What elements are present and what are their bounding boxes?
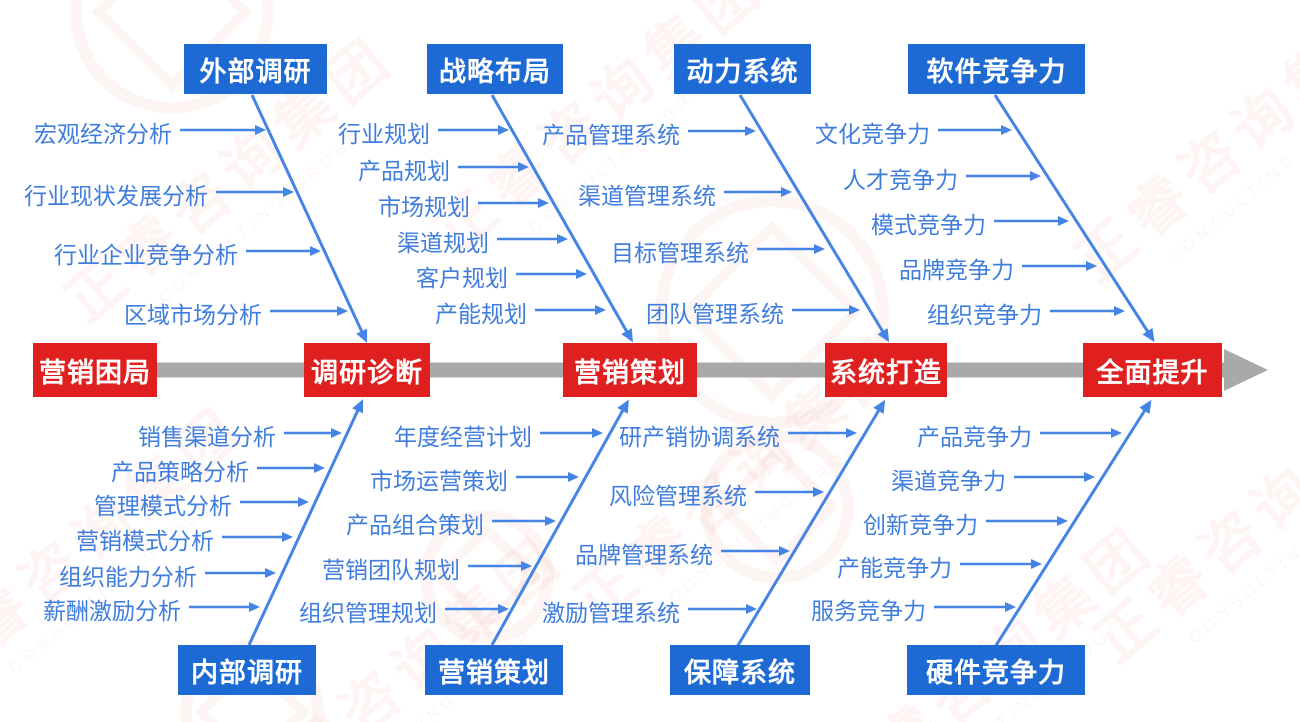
- factor-label: 组织竞争力: [927, 302, 1042, 328]
- factor-label: 研产销协调系统: [619, 424, 780, 450]
- category-box-hardware-competitiveness: 硬件竞争力: [907, 645, 1085, 695]
- factor-label: 宏观经济分析: [34, 121, 172, 147]
- factor-label: 产能规划: [435, 301, 527, 327]
- factor-label: 市场运营策划: [370, 468, 508, 494]
- factor-label: 区域市场分析: [124, 302, 262, 328]
- factor-label: 渠道规划: [397, 230, 489, 256]
- factor-label: 产品竞争力: [917, 424, 1032, 450]
- category-box-support-system: 保障系统: [670, 645, 810, 695]
- factor-label: 组织能力分析: [59, 564, 197, 590]
- stage-box-research-diagnosis: 调研诊断: [304, 343, 430, 397]
- stage-box-overall-improvement: 全面提升: [1083, 343, 1222, 397]
- factor-label: 创新竞争力: [863, 512, 978, 538]
- factor-label: 营销模式分析: [76, 528, 214, 554]
- branch-arrows: [247, 94, 1155, 648]
- factor-label: 管理模式分析: [94, 493, 232, 519]
- factor-label: 产品组合策划: [346, 512, 484, 538]
- category-box-marketing-planning: 营销策划: [425, 645, 563, 695]
- factor-label: 客户规划: [416, 265, 508, 291]
- factor-arrows: [180, 125, 1125, 614]
- factor-label: 产能竞争力: [837, 555, 952, 581]
- factor-label: 产品策略分析: [111, 459, 249, 485]
- factor-label: 年度经营计划: [394, 424, 532, 450]
- category-box-software-competitiveness: 软件竞争力: [908, 44, 1085, 94]
- category-box-internal-research: 内部调研: [178, 645, 316, 695]
- factor-label: 组织管理规划: [299, 600, 437, 626]
- factor-label: 薪酬激励分析: [43, 598, 181, 624]
- factor-label: 行业现状发展分析: [24, 183, 208, 209]
- category-box-strategic-layout: 战略布局: [427, 44, 563, 94]
- factor-label: 模式竞争力: [871, 212, 986, 238]
- factor-label: 激励管理系统: [542, 600, 680, 626]
- factor-label: 营销团队规划: [322, 557, 460, 583]
- factor-label: 团队管理系统: [646, 301, 784, 327]
- factor-label: 行业规划: [338, 121, 430, 147]
- category-box-external-research: 外部调研: [184, 44, 327, 94]
- category-box-power-system: 动力系统: [674, 44, 811, 94]
- factor-label: 服务竞争力: [811, 598, 926, 624]
- factor-label: 目标管理系统: [611, 240, 749, 266]
- factor-label: 人才竞争力: [843, 167, 958, 193]
- factor-label: 产品管理系统: [542, 122, 680, 148]
- factor-label: 产品规划: [358, 158, 450, 184]
- factor-label: 品牌竞争力: [899, 257, 1014, 283]
- stage-box-marketing-dilemma: 营销困局: [33, 343, 157, 397]
- stage-box-marketing-planning: 营销策划: [563, 343, 697, 397]
- factor-label: 市场规划: [378, 194, 470, 220]
- factor-label: 销售渠道分析: [138, 424, 276, 450]
- factor-label: 风险管理系统: [609, 483, 747, 509]
- factor-label: 渠道管理系统: [578, 183, 716, 209]
- factor-label: 文化竞争力: [815, 121, 930, 147]
- stage-box-system-building: 系统打造: [825, 343, 947, 397]
- factor-label: 渠道竞争力: [891, 468, 1006, 494]
- factor-label: 品牌管理系统: [575, 542, 713, 568]
- factor-label: 行业企业竞争分析: [54, 242, 238, 268]
